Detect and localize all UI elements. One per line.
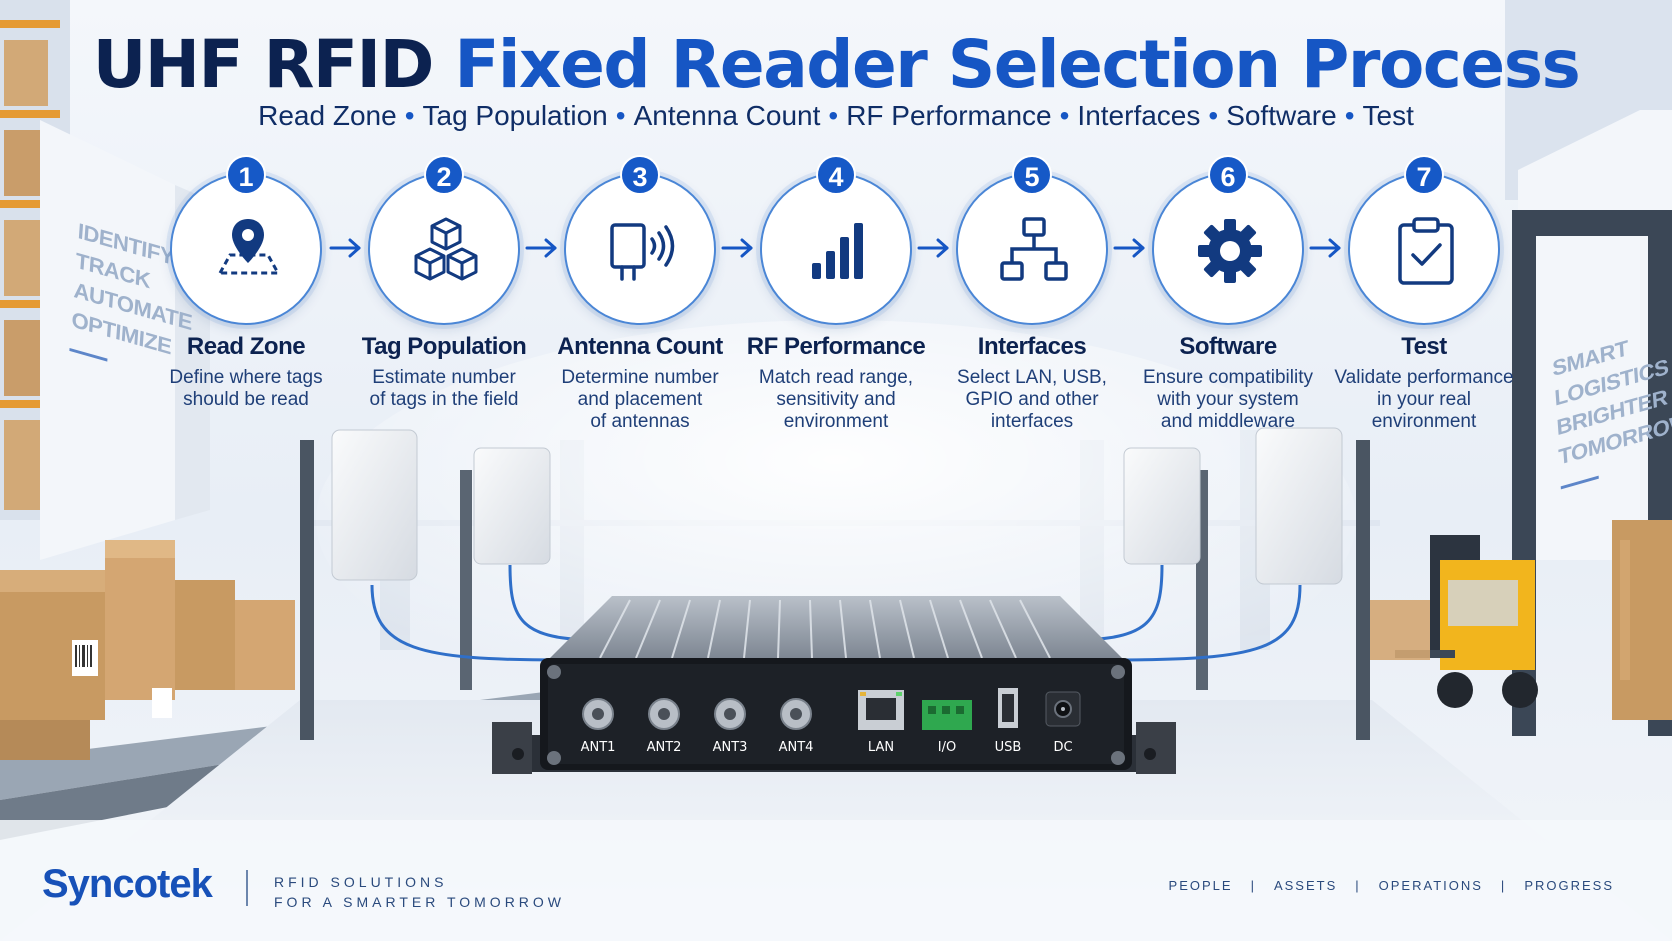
step-title: Software [1179, 333, 1277, 360]
step-circle: 1 [170, 155, 322, 325]
footer-value-item: ASSETS [1273, 878, 1338, 893]
subtitle-separator: • [1059, 100, 1070, 131]
step-software: 6 Software Ensure compatibility with you… [1130, 155, 1326, 433]
step-read-zone: 1 Read Zone Define where tags should be … [148, 155, 344, 411]
step-tag-population: 2 Tag Population Estimate number of tags… [346, 155, 542, 411]
step-description: Estimate number of tags in the field [369, 367, 519, 410]
port-label-ant3: ANT3 [712, 740, 748, 755]
port-label-dc: DC [1053, 740, 1073, 755]
step-description: Validate performance in your real enviro… [1334, 367, 1514, 432]
footer-value-item: PEOPLE [1168, 878, 1233, 893]
step-title: Antenna Count [557, 333, 723, 360]
subtitle-item: Software [1226, 100, 1337, 131]
footer-separator: | [1500, 878, 1507, 893]
step-title: Tag Population [361, 333, 527, 360]
location-pin-icon [217, 219, 281, 275]
step-number-badge: 2 [424, 155, 464, 195]
footer-value-item: OPERATIONS [1378, 878, 1483, 893]
port-label-lan: LAN [867, 740, 895, 755]
footer-separator: | [1355, 878, 1361, 893]
boxes-icon [414, 217, 478, 281]
step-number-badge: 4 [816, 155, 856, 195]
step-description: Select LAN, USB, GPIO and other interfac… [957, 367, 1107, 432]
footer-divider [246, 870, 248, 906]
step-rf-performance: 4 RF Performance Match read range, sensi… [738, 155, 934, 433]
signal-bars-icon [812, 223, 863, 279]
arrow-right-icon [329, 238, 361, 258]
port-label-ant2: ANT2 [646, 740, 682, 755]
network-icon [1000, 217, 1068, 281]
step-circle: 7 [1348, 155, 1500, 325]
subtitle-separator: • [615, 100, 626, 131]
subtitle-item: Read Zone [258, 100, 397, 131]
step-circle: 6 [1152, 155, 1304, 325]
arrow-right-icon [525, 238, 557, 258]
step-circle: 3 [564, 155, 716, 325]
footer-separator: | [1250, 878, 1256, 893]
subtitle-separator: • [1208, 100, 1219, 131]
subtitle-separator: • [404, 100, 415, 131]
step-description: Match read range, sensitivity and enviro… [758, 367, 914, 432]
arrow-right-icon [1309, 238, 1341, 258]
subtitle-separator: • [1344, 100, 1355, 131]
port-label-ant1: ANT1 [580, 740, 616, 755]
arrow-right-icon [721, 238, 753, 258]
footer-value-item: PROGRESS [1524, 878, 1614, 893]
gear-icon [1198, 219, 1262, 283]
arrow-right-icon [1113, 238, 1145, 258]
step-title: Read Zone [186, 333, 306, 360]
title-dark-part: UHF RFID [92, 26, 435, 103]
subtitle-item: RF Performance [846, 100, 1052, 131]
brand-logo-text: Syncotek [42, 862, 213, 906]
antenna-icon [610, 223, 675, 281]
step-interfaces: 5 Interfaces Select LAN, USB, GPIO and o… [934, 155, 1130, 433]
footer-tagline: RFID SOLUTIONS FOR A SMARTER TOMORROW [274, 872, 565, 912]
step-number-badge: 3 [620, 155, 660, 195]
title-blue-part: Fixed Reader Selection Process [454, 26, 1580, 103]
subtitle-item: Test [1362, 100, 1414, 131]
tagline-line-2: FOR A SMARTER TOMORROW [274, 894, 566, 910]
footer-values: PEOPLE | ASSETS | OPERATIONS | PROGRESS [1169, 878, 1614, 893]
port-label-ant4: ANT4 [778, 740, 814, 755]
step-number-badge: 7 [1404, 155, 1444, 195]
step-description: Define where tags should be read [169, 367, 323, 410]
subtitle-item: Antenna Count [633, 100, 821, 131]
port-label-io: I/O [937, 740, 957, 755]
arrow-right-icon [917, 238, 949, 258]
process-steps: 1 Read Zone Define where tags should be … [0, 0, 1672, 440]
step-number-badge: 6 [1208, 155, 1248, 195]
page-title: UHF RFID Fixed Reader Selection Process [0, 26, 1672, 103]
tagline-line-1: RFID SOLUTIONS [274, 874, 448, 890]
subtitle-separator: • [828, 100, 839, 131]
subtitle: Read Zone•Tag Population•Antenna Count•R… [0, 100, 1672, 132]
step-test: 7 Test Validate performance in your real… [1326, 155, 1522, 433]
subtitle-item: Tag Population [422, 100, 608, 131]
step-title: Interfaces [977, 333, 1087, 360]
step-circle: 4 [760, 155, 912, 325]
clipboard-check-icon [1398, 217, 1454, 285]
step-antenna-count: 3 Antenna Count Determine number and pla… [542, 155, 738, 433]
subtitle-item: Interfaces [1077, 100, 1201, 131]
step-circle: 2 [368, 155, 520, 325]
step-description: Determine number and placement of antenn… [561, 367, 719, 432]
step-title: RF Performance [746, 333, 926, 360]
step-description: Ensure compatibility with your system an… [1142, 367, 1314, 432]
step-number-badge: 1 [226, 155, 266, 195]
port-label-usb: USB [994, 740, 1022, 755]
step-title: Test [1401, 333, 1447, 360]
step-number-badge: 5 [1012, 155, 1052, 195]
step-circle: 5 [956, 155, 1108, 325]
